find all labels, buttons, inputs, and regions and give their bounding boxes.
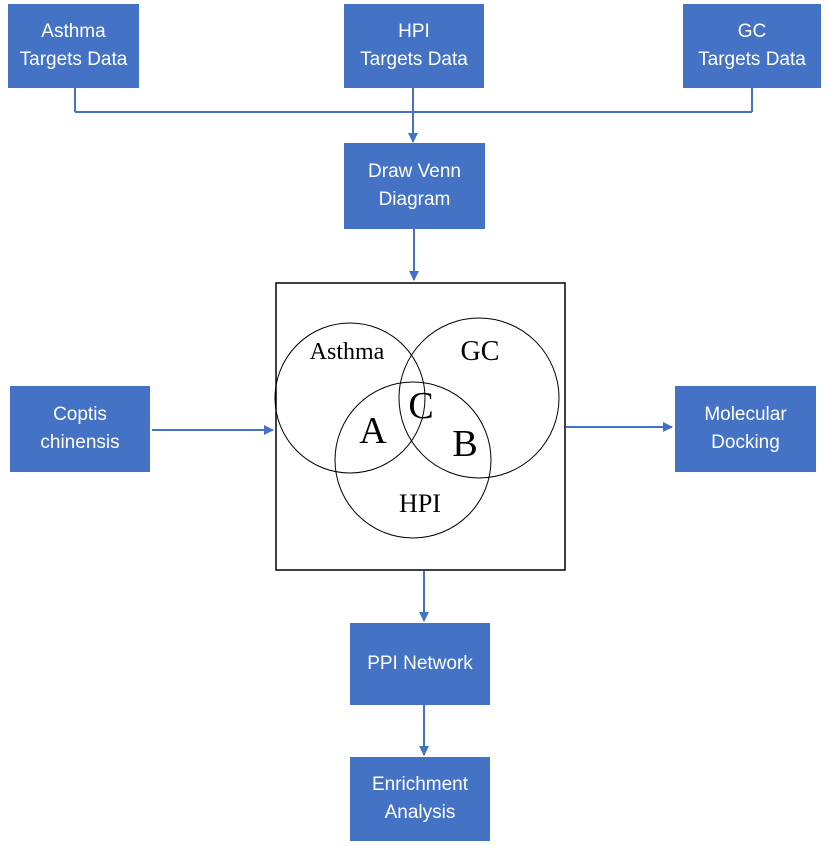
gc-targets-line1: GC [737, 21, 767, 42]
hpi-targets-box: HPI Targets Data [344, 4, 484, 88]
asthma-targets-line1: Asthma [41, 21, 106, 42]
coptis-chinensis-box: Coptis chinensis [10, 386, 150, 472]
venn-circle-gc [398, 317, 560, 479]
molecular-docking-box: Molecular Docking [675, 386, 816, 472]
docking-line2: Docking [711, 432, 780, 453]
venn-region-c: C [408, 385, 433, 427]
venn-label-hpi: HPI [399, 489, 441, 518]
docking-line1: Molecular [704, 404, 787, 425]
venn-label-asthma: Asthma [310, 339, 385, 365]
draw-venn-line1: Draw Venn [368, 161, 461, 182]
draw-venn-box: Draw Venn Diagram [344, 143, 485, 229]
venn-circle-hpi [334, 381, 492, 539]
hpi-targets-line2: Targets Data [360, 49, 468, 70]
ppi-network-label: PPI Network [367, 653, 473, 674]
asthma-targets-box: Asthma Targets Data [8, 4, 139, 88]
enrichment-line2: Analysis [384, 802, 456, 823]
draw-venn-line2: Diagram [378, 189, 451, 210]
venn-frame [275, 282, 566, 571]
asthma-targets-line2: Targets Data [19, 49, 128, 70]
gc-targets-line2: Targets Data [698, 49, 806, 70]
venn-region-a: A [359, 410, 387, 452]
enrichment-analysis-box: Enrichment Analysis [350, 757, 490, 841]
coptis-line1: Coptis [53, 404, 107, 425]
venn-circle-asthma [274, 322, 426, 474]
gc-targets-box: GC Targets Data [683, 4, 821, 88]
venn-region-b: B [452, 423, 477, 465]
enrichment-line1: Enrichment [371, 774, 469, 795]
ppi-network-box: PPI Network [350, 623, 490, 705]
venn-label-gc: GC [461, 336, 500, 367]
hpi-targets-line1: HPI [398, 21, 430, 42]
coptis-line2: chinensis [40, 432, 120, 453]
